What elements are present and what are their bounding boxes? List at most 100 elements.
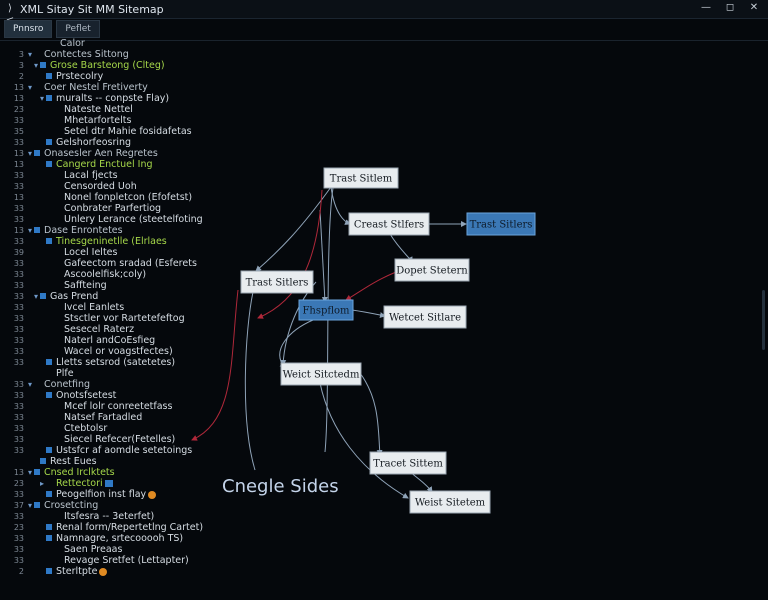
close-icon[interactable]: ✕ [749,2,759,13]
tree-row[interactable]: Rest Eues [0,456,232,467]
tree-item-label: Nateste Nettel [64,104,133,115]
chevron-down-icon[interactable]: ▾ [40,94,45,103]
node-icon [40,62,46,68]
tree-row[interactable]: Calor [0,38,232,49]
diagram-node[interactable]: Dopet Stetern [394,258,470,282]
tree-item-label: Saffteing [64,280,107,291]
line-number: 35 [13,127,24,136]
tree-row[interactable]: 33▾Conetfing [0,379,232,390]
chevron-down-icon[interactable]: ▾ [28,380,33,389]
diagram-node[interactable]: Wetcet Sitlare [383,305,467,329]
tree-row[interactable]: 13▾Dase Enrontetes [0,225,232,236]
chevron-down-icon[interactable]: ▾ [28,501,33,510]
diagram-node[interactable]: Tracet Sittem [369,451,447,475]
line-number: 33 [13,347,24,356]
tab-peflet[interactable]: Peflet [56,20,100,38]
tree-item-label: Tinesgeninetlle (Elrlaes [56,236,167,247]
maximize-icon[interactable]: ◻ [725,2,735,13]
chevron-down-icon[interactable]: ▾ [28,149,33,158]
minimize-icon[interactable]: — [701,2,711,13]
tab-pnnsro[interactable]: Pnnsro [4,20,53,38]
edge [191,289,239,441]
diagram-node[interactable]: Trast Sitlem [323,167,399,189]
tree-row[interactable]: 13▾Coer Nestel Fretiverty [0,82,232,93]
tree-item-label: Calor [60,38,85,49]
diagram-node[interactable]: Trast Sitlers [240,270,314,294]
tree-row[interactable]: 13▾muralts -- conpste Flay) [0,93,232,104]
chevron-down-icon[interactable]: ▾ [28,50,33,59]
chevron-down-icon[interactable]: ▾ [28,83,33,92]
diagram-node-box [409,490,491,514]
diagram-node-box [240,270,314,294]
line-number: 3 [18,50,24,59]
chevron-right-icon[interactable]: ▸ [40,479,45,488]
node-icon [46,392,52,398]
chevron-down-icon[interactable]: ▾ [34,61,39,70]
chevron-down-icon[interactable]: ▾ [28,226,33,235]
line-number: 33 [13,424,24,433]
tree-row[interactable]: 3▾Contectes Sittong [0,49,232,60]
chevron-down-icon[interactable]: ▾ [28,468,33,477]
scrollbar[interactable] [762,290,765,350]
diagram-node[interactable]: Weist Sitetem [409,490,491,514]
tree-row[interactable]: Plfe [0,368,232,379]
tree-row[interactable]: 33▾Gas Prend [0,291,232,302]
tree-item-label: Siecel Refecer(Fetelles) [64,434,176,445]
diagram-node[interactable]: Creast Stlfers [348,212,430,236]
diagram-node-label: Wetcet Sitlare [389,313,461,324]
tree-row[interactable]: 37▾Crosetcting [0,500,232,511]
line-number: 33 [13,413,24,422]
tree-item-label: Stsctler vor Rartetefeftog [64,313,185,324]
chevron-down-icon[interactable]: ▾ [34,292,39,301]
tree-row[interactable]: 23▸Rettectori [0,478,232,489]
tree-row[interactable]: 13▾Onasesler Aen Regretes [0,148,232,159]
node-icon [40,458,46,464]
line-number: 13 [13,83,24,92]
tree-item-label: Gelshorfeosring [56,137,132,148]
tree-item-label: Peogelfion inst flay [56,489,157,500]
tree-item-label: muralts -- conpste Flay) [56,93,170,104]
edge [319,209,328,303]
diagram-node[interactable]: Trast Sitlers [466,212,536,236]
tree-row[interactable]: 13▾Cnsed Irclktets [0,467,232,478]
tree-item-label: Rest Eues [50,456,97,467]
diagram-node[interactable]: Weict Sitctedm [280,362,362,386]
tree-row[interactable]: 3▾Grose Barsteong (Clteg) [0,60,232,71]
diagram-node[interactable]: Fhspflom [298,299,354,321]
